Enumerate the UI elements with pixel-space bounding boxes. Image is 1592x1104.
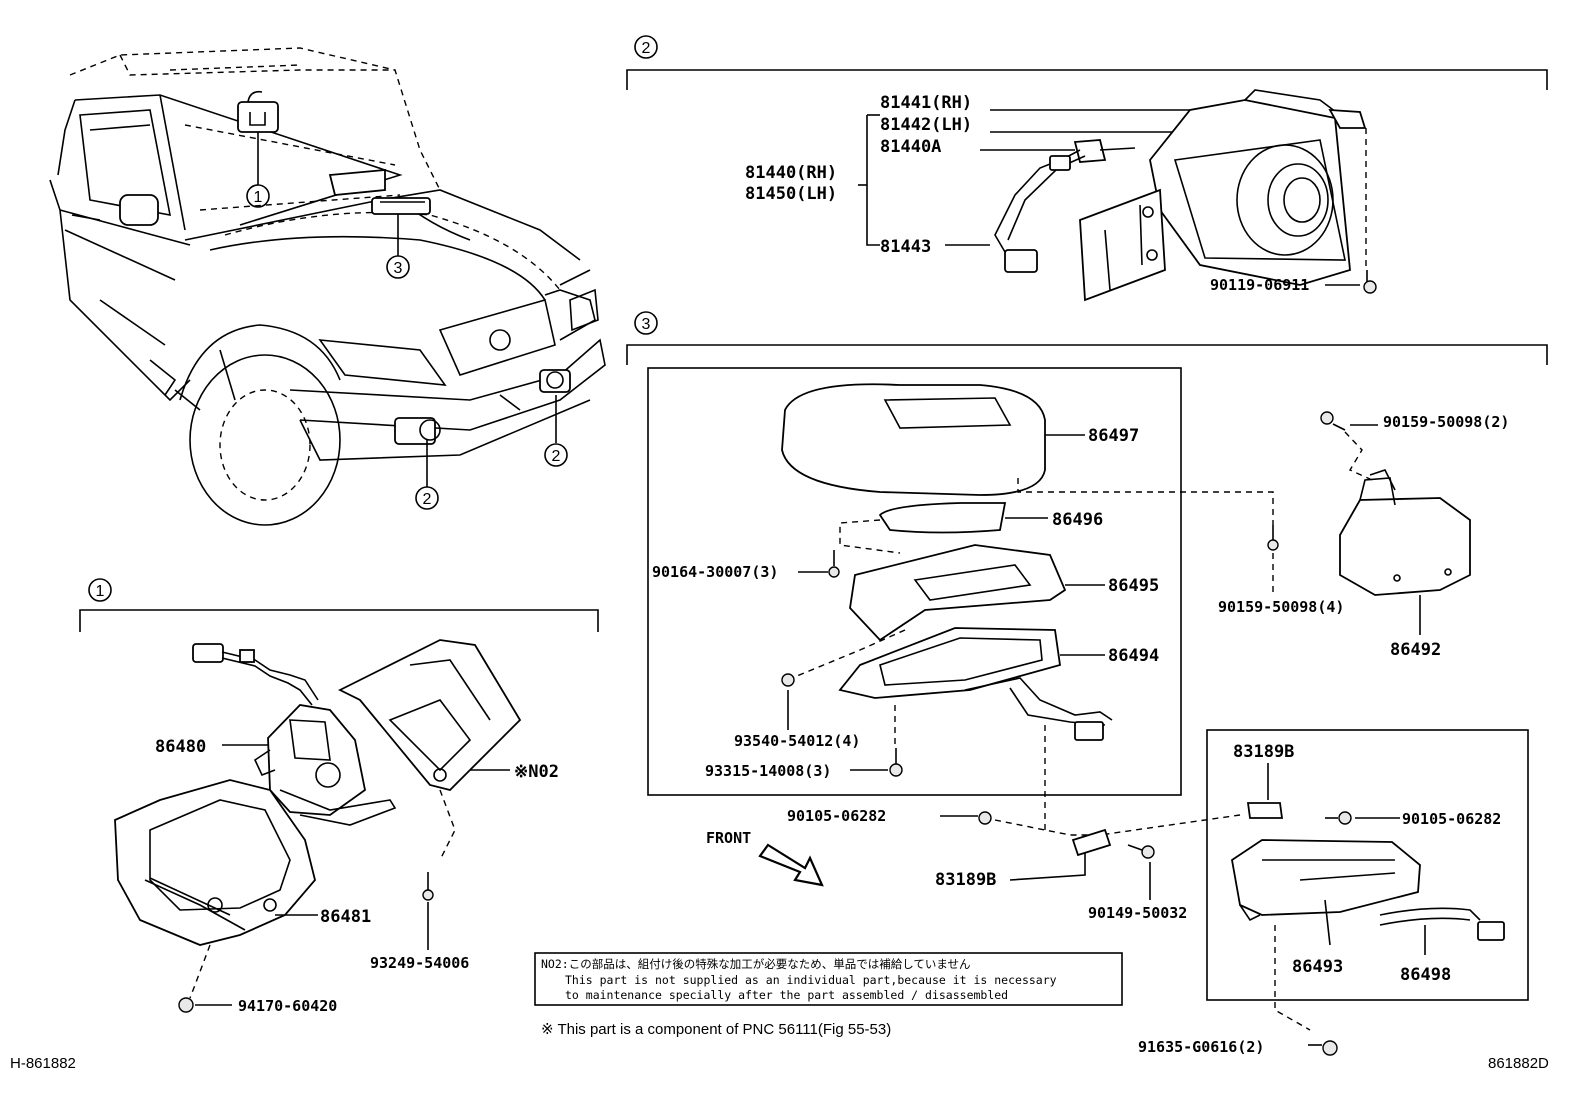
label-86493: 86493 (1292, 957, 1343, 977)
note-line-english-2: to maintenance specially after the part … (565, 988, 1008, 1002)
label-90164-30007: 90164-30007(3) (652, 563, 778, 581)
label-81442-lh: 81442(LH) (880, 115, 972, 135)
front-arrow-icon (758, 843, 824, 887)
section-3-marker: 3 (642, 316, 651, 333)
vehicle-callouts: 1 3 2 2 (246, 184, 568, 510)
diagram-id-right: 861882D (1488, 1055, 1549, 1072)
label-90159-50098-4: 90159-50098(4) (1218, 598, 1344, 616)
label-86495: 86495 (1108, 576, 1159, 596)
label-n02: ※N02 (514, 762, 559, 782)
label-90105-06282-right: 90105-06282 (1402, 810, 1501, 828)
label-86480: 86480 (155, 737, 206, 757)
label-91635-g0616: 91635-G0616(2) (1138, 1038, 1264, 1056)
callout-3-vehicle: 3 (394, 260, 403, 277)
label-81450-lh: 81450(LH) (745, 184, 837, 204)
label-81440a: 81440A (880, 137, 941, 157)
label-83189b-top: 83189B (1233, 742, 1294, 762)
diagram-id-left: H-861882 (10, 1055, 76, 1072)
note-box: NO2:この部品は、組付け後の特殊な加工が必要なため、単品では補給していません … (534, 952, 1123, 1006)
label-90105-06282-left: 90105-06282 (787, 807, 886, 825)
label-90149-50032: 90149-50032 (1088, 904, 1187, 922)
front-label: FRONT (706, 829, 751, 847)
section-3: 3 86497 86496 86495 86 (626, 311, 1548, 1056)
callout-1-vehicle: 1 (254, 189, 263, 206)
label-81441-rh: 81441(RH) (880, 93, 972, 113)
callout-2-vehicle-left: 2 (423, 491, 432, 508)
label-90159-50098-2: 90159-50098(2) (1383, 413, 1509, 431)
footnote-pnc: ※ This part is a component of PNC 56111(… (541, 1021, 891, 1038)
label-93249-54006: 93249-54006 (370, 954, 469, 972)
label-86497: 86497 (1088, 426, 1139, 446)
section-1-marker: 1 (96, 583, 105, 600)
label-90119-06911: 90119-06911 (1210, 276, 1309, 294)
label-93315-14008: 93315-14008(3) (705, 762, 831, 780)
label-86481: 86481 (320, 907, 371, 927)
label-81443: 81443 (880, 237, 931, 257)
label-86496: 86496 (1052, 510, 1103, 530)
section-1: 1 86480 ※N0 (79, 578, 599, 1015)
vehicle-illustration (49, 47, 606, 526)
note-line-japanese: NO2:この部品は、組付け後の特殊な加工が必要なため、単品では補給していません (541, 957, 971, 971)
note-line-english-1: This part is not supplied as an individu… (565, 973, 1057, 987)
section-2-marker: 2 (642, 40, 651, 57)
label-81440-rh: 81440(RH) (745, 163, 837, 183)
label-86498: 86498 (1400, 965, 1451, 985)
label-93540-54012: 93540-54012(4) (734, 732, 860, 750)
label-86494: 86494 (1108, 646, 1159, 666)
label-83189b-mid: 83189B (935, 870, 996, 890)
callout-2-vehicle-right: 2 (552, 448, 561, 465)
label-86492: 86492 (1390, 640, 1441, 660)
section-2: 2 81441(RH) 8 (626, 35, 1548, 302)
label-94170-60420: 94170-60420 (238, 997, 337, 1015)
